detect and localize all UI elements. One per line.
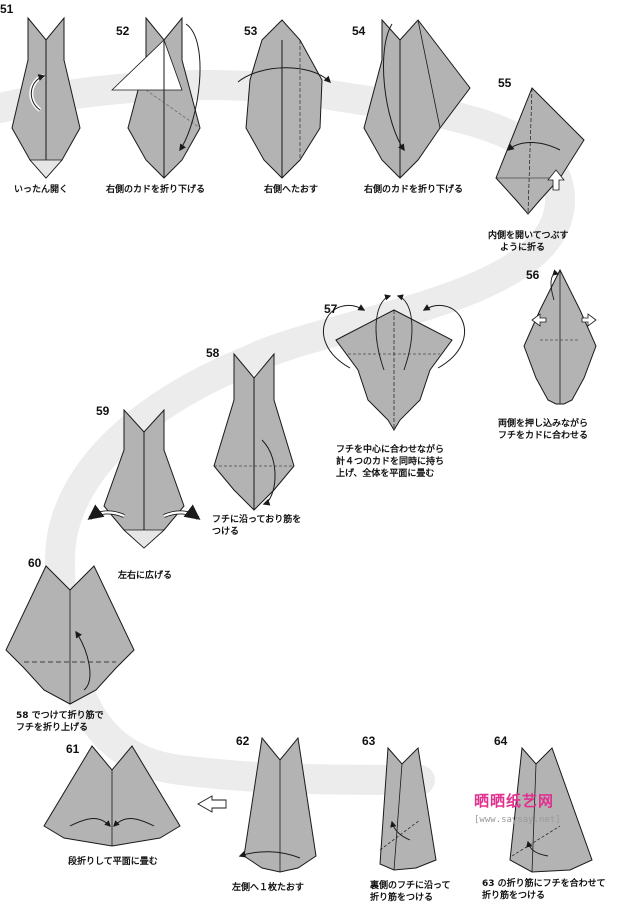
step-number: 59 [96,404,110,418]
step-58-figure [213,352,295,511]
step-number: 54 [352,24,366,38]
step-64-figure [509,746,593,873]
step-53-figure [237,19,331,179]
step-caption: 両側を押し込みながらフチをカドに合わせる [498,419,589,441]
step-52-figure [111,16,201,179]
step-62-figure [238,736,317,873]
site-url: [www.saysay.net] [474,815,561,825]
step-63-figure [379,746,437,871]
step-caption: いったん開く [14,185,69,195]
step-number: 53 [244,24,258,38]
step-number: 62 [236,734,250,748]
step-number: 64 [494,734,508,748]
continue-arrow [197,795,227,813]
step-caption: 裏側のフチに沿って折り筋をつける [370,881,451,903]
step-caption: 63 の折り筋にフチを合わせて折り筋をつける [482,879,606,901]
step-caption: 右側へたおす [264,185,319,195]
step-51-figure [11,16,81,179]
step-number: 63 [362,734,376,748]
step-57-figure [322,294,466,431]
step-number: 57 [324,302,338,316]
step-number: 51 [0,2,14,16]
site-logo: 晒晒纸艺网 [474,792,555,810]
step-61-figure [43,745,181,847]
step-caption: フチに沿っており筋をつける [212,515,302,537]
flow-band [0,70,576,795]
step-caption: 58 でつけて折り筋でフチを折り上げる [16,711,104,733]
step-caption: 段折りして平面に畳む [68,857,158,867]
step-number: 60 [28,556,42,570]
step-54-figure [363,18,471,179]
step-60-figure [5,565,135,705]
step-caption: フチを中心に合わせながら計４つのカドを同時に持ち上げ、全体を平面に畳む [336,445,445,479]
step-caption: 右側のカドを折り下げる [106,185,206,195]
step-number: 56 [526,268,540,282]
step-caption: 左右に広げる [118,571,173,581]
step-55-figure [495,87,585,215]
step-number: 58 [206,346,220,360]
step-59-figure [87,408,201,549]
step-caption: 内側を開いてつぶすように折る [488,231,569,253]
step-number: 55 [498,76,512,90]
step-number: 52 [116,24,130,38]
step-caption: 右側のカドを折り下げる [364,185,464,195]
step-56-figure [523,268,597,405]
step-number: 61 [66,742,80,756]
step-caption: 左側へ１枚たおす [232,883,305,893]
